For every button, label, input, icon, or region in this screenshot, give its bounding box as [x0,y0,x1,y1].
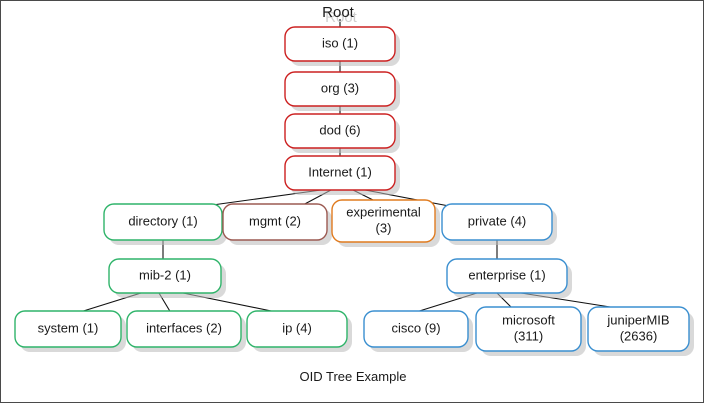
node-label-cisco: cisco (9) [391,320,440,335]
diagram-caption: OID Tree Example [300,369,407,384]
node-label-org: org (3) [321,80,359,95]
node-internet[interactable] [284,155,396,191]
node-enterprise[interactable] [446,258,568,294]
nodes-layer [14,26,690,352]
node-label-microsoft-line2: (311) [514,328,543,343]
node-label-experimental-line2: (3) [376,220,392,235]
node-label-private: private (4) [468,213,527,228]
labels-layer: Root Root OID Tree Example iso (1) org (3… [38,4,670,384]
node-label-dod: dod (6) [319,122,360,137]
node-cisco[interactable] [363,310,469,348]
node-label-mgmt: mgmt (2) [249,213,301,228]
root-label-shadow: Root [325,9,358,26]
node-org[interactable] [284,71,396,107]
node-ip[interactable] [246,310,348,348]
node-label-mib2: mib-2 (1) [139,267,191,282]
node-experimental[interactable] [331,199,436,243]
node-microsoft[interactable] [475,306,582,352]
node-label-ip: ip (4) [282,320,312,335]
node-system[interactable] [14,310,122,348]
node-iso[interactable] [284,26,396,62]
node-label-directory: directory (1) [128,213,197,228]
node-label-enterprise: enterprise (1) [468,267,545,282]
node-label-juniperMIB-line2: (2636) [620,328,658,343]
node-label-iso: iso (1) [322,35,358,50]
node-private[interactable] [441,203,553,241]
node-dod[interactable] [284,113,396,149]
root-label: Root [322,4,355,21]
node-mib2[interactable] [108,258,222,294]
node-interfaces[interactable] [126,310,242,348]
node-label-system: system (1) [38,320,99,335]
node-label-experimental-line1: experimental [346,204,421,219]
node-mgmt[interactable] [222,203,328,241]
node-label-juniperMIB-line1: juniperMIB [606,312,669,327]
node-label-microsoft-line1: microsoft [502,312,555,327]
node-label-internet: Internet (1) [308,164,372,179]
node-directory[interactable] [103,203,223,241]
node-label-interfaces: interfaces (2) [146,320,222,335]
node-juniperMIB[interactable] [587,306,690,352]
